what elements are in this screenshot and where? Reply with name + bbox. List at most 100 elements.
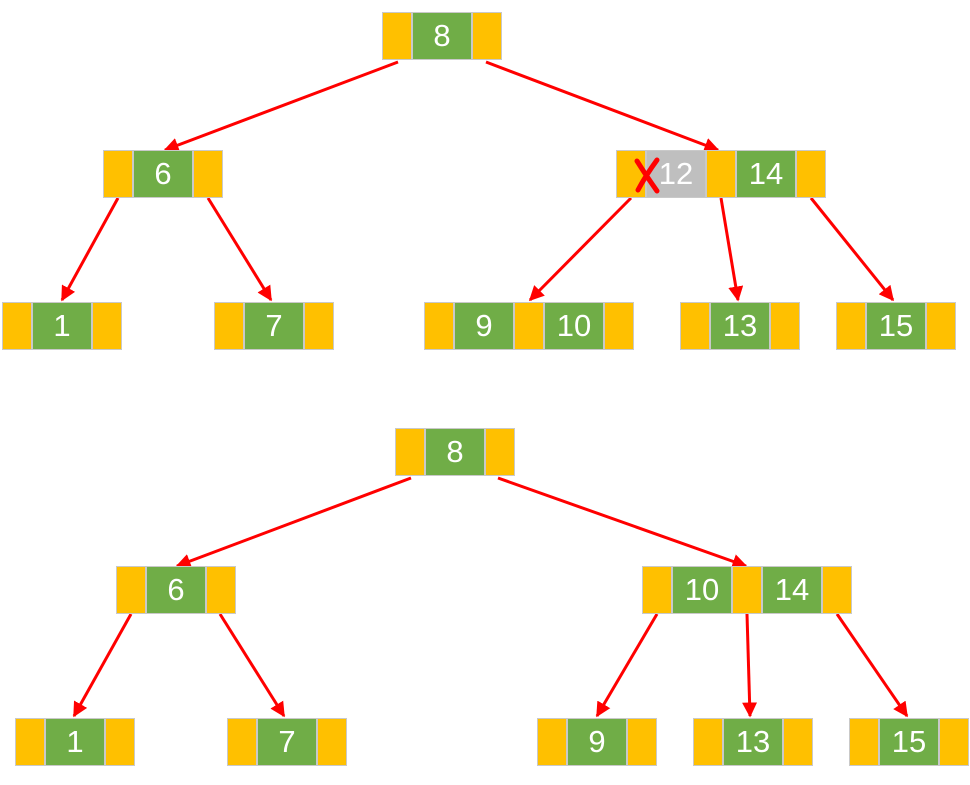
child-pointer-slot [382, 12, 412, 60]
after-tree-node: 6 [116, 566, 236, 614]
before-edge-6 [809, 197, 895, 302]
node-key: 7 [244, 302, 304, 350]
node-key: 6 [146, 566, 206, 614]
key-label: 9 [588, 724, 606, 759]
before-edge-0 [163, 60, 399, 153]
after-tree-node: 13 [693, 718, 813, 766]
after-tree-node: 7 [227, 718, 347, 766]
after-edge-1 [497, 476, 748, 569]
key-label: 7 [278, 724, 296, 759]
child-pointer-slot [604, 302, 634, 350]
child-pointer-slot [616, 150, 646, 198]
node-key: 13 [723, 718, 783, 766]
key-label: 8 [446, 434, 464, 469]
node-key: 8 [412, 12, 472, 60]
before-tree-node: 13 [680, 302, 800, 350]
before-edge-4 [528, 196, 633, 302]
key-label: 6 [167, 572, 185, 607]
key-label: 14 [774, 572, 810, 607]
node-key: 6 [133, 150, 193, 198]
child-pointer-slot [770, 302, 800, 350]
after-tree-node: 8 [395, 428, 515, 476]
child-pointer-slot [783, 718, 813, 766]
child-pointer-slot [680, 302, 710, 350]
child-pointer-slot [92, 302, 122, 350]
key-label: 6 [154, 156, 172, 191]
key-label: 13 [735, 724, 771, 759]
after-tree-node: 9 [537, 718, 657, 766]
key-label: 1 [53, 308, 71, 343]
after-edge-4 [595, 613, 659, 718]
node-key: 14 [736, 150, 796, 198]
child-pointer-slot [317, 718, 347, 766]
node-key: 15 [879, 718, 939, 766]
key-label: 12 [658, 156, 694, 191]
key-label: 14 [748, 156, 784, 191]
node-key: 7 [257, 718, 317, 766]
child-pointer-slot [214, 302, 244, 350]
node-key: 9 [567, 718, 627, 766]
before-edge-2 [60, 197, 120, 302]
node-key: 15 [866, 302, 926, 350]
node-key: 1 [45, 718, 105, 766]
node-key: 10 [672, 566, 732, 614]
child-pointer-slot [693, 718, 723, 766]
child-pointer-slot [227, 718, 257, 766]
child-pointer-slot [472, 12, 502, 60]
child-pointer-slot [796, 150, 826, 198]
key-label: 8 [433, 18, 451, 53]
after-edge-2 [72, 613, 133, 718]
deleted-key: 12 [634, 150, 706, 198]
child-pointer-slot [537, 718, 567, 766]
child-pointer-slot [642, 566, 672, 614]
node-key: 13 [710, 302, 770, 350]
child-pointer-slot [706, 150, 736, 198]
before-tree-node: 1 [2, 302, 122, 350]
child-pointer-slot [627, 718, 657, 766]
child-pointer-slot [424, 302, 454, 350]
child-pointer-slot [15, 718, 45, 766]
before-edge-5 [719, 197, 744, 302]
child-pointer-slot [116, 566, 146, 614]
before-tree-node: 8 [382, 12, 502, 60]
after-edge-6 [835, 613, 909, 718]
before-edge-3 [206, 197, 273, 302]
child-pointer-slot [732, 566, 762, 614]
after-tree-node: 15 [849, 718, 969, 766]
node-key: 9 [454, 302, 514, 350]
child-pointer-slot [193, 150, 223, 198]
child-pointer-slot [304, 302, 334, 350]
delete-cross-icon [634, 157, 660, 194]
key-label: 15 [891, 724, 927, 759]
child-pointer-slot [836, 302, 866, 350]
after-tree-node: 1 [15, 718, 135, 766]
child-pointer-slot [485, 428, 515, 476]
child-pointer-slot [849, 718, 879, 766]
key-label: 1 [66, 724, 84, 759]
before-tree-node: 12 14 [616, 150, 826, 198]
before-tree-node: 6 [103, 150, 223, 198]
before-tree-node: 15 [836, 302, 956, 350]
after-edge-0 [175, 476, 412, 569]
child-pointer-slot [822, 566, 852, 614]
before-tree-node: 7 [214, 302, 334, 350]
node-key: 8 [425, 428, 485, 476]
key-label: 7 [265, 308, 283, 343]
child-pointer-slot [926, 302, 956, 350]
node-key: 14 [762, 566, 822, 614]
before-edge-1 [485, 60, 720, 153]
key-label: 10 [556, 308, 592, 343]
after-edge-5 [742, 613, 758, 718]
child-pointer-slot [939, 718, 969, 766]
key-label: 10 [684, 572, 720, 607]
after-edge-3 [218, 613, 286, 718]
child-pointer-slot [395, 428, 425, 476]
child-pointer-slot [105, 718, 135, 766]
key-label: 13 [722, 308, 758, 343]
key-label: 15 [878, 308, 914, 343]
key-label: 9 [475, 308, 493, 343]
node-key: 1 [32, 302, 92, 350]
child-pointer-slot [103, 150, 133, 198]
after-tree-node: 10 14 [642, 566, 852, 614]
